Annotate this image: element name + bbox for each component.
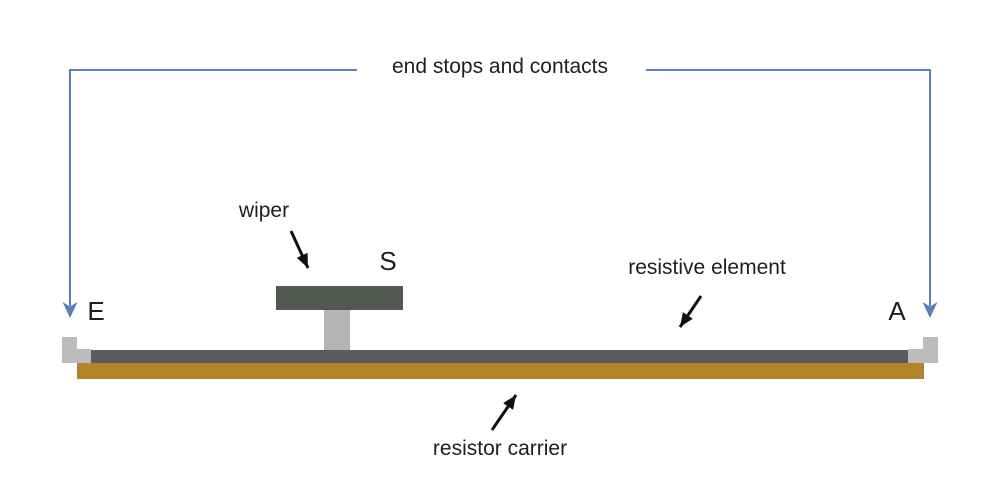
terminal-a-label: A bbox=[888, 296, 906, 326]
down-arrowhead-left-icon bbox=[62, 302, 78, 318]
end-stops-label: end stops and contacts bbox=[392, 55, 608, 78]
wiper-label: wiper bbox=[238, 199, 290, 222]
resistor-carrier-arrow-icon bbox=[490, 394, 518, 431]
end-stop-left-post bbox=[62, 337, 77, 363]
down-arrowhead-right-icon bbox=[922, 302, 938, 318]
resistive-element-arrow-icon bbox=[678, 295, 703, 328]
end-stops-bracket-right bbox=[646, 69, 931, 306]
wiper-head bbox=[276, 286, 403, 310]
end-stop-left-foot bbox=[77, 349, 91, 363]
terminal-s-label: S bbox=[379, 246, 397, 276]
wiper-stem bbox=[324, 310, 350, 350]
end-stops-bracket-left bbox=[69, 69, 357, 306]
wiper-arrow-icon bbox=[289, 230, 310, 269]
end-stop-right-foot bbox=[908, 349, 923, 363]
resistive-element-bar bbox=[90, 350, 908, 363]
terminal-e-label: E bbox=[87, 296, 105, 326]
resistor-carrier-bar bbox=[77, 363, 924, 379]
resistor-carrier-label: resistor carrier bbox=[432, 437, 568, 460]
end-stop-right-post bbox=[923, 337, 938, 363]
resistive-element-label: resistive element bbox=[628, 256, 786, 279]
